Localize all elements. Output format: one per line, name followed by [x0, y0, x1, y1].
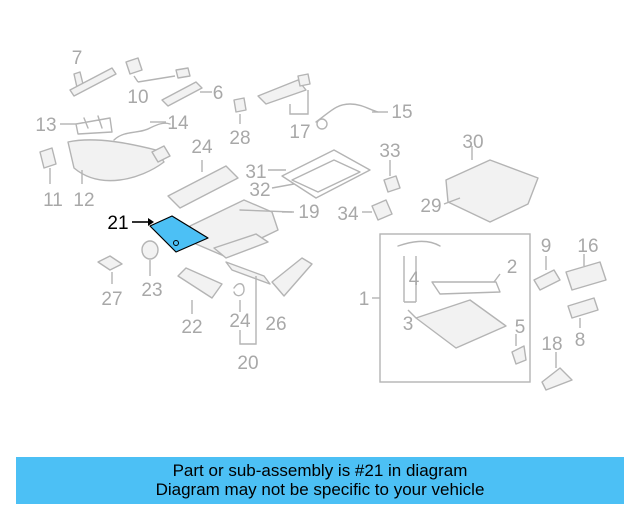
part-17-drawing — [257, 79, 307, 105]
callout-13[interactable]: 13 — [35, 115, 56, 136]
callout-21[interactable]: 21 — [107, 213, 128, 234]
callout-9[interactable]: 9 — [541, 236, 552, 257]
banner-line-1: Part or sub-assembly is #21 in diagram — [172, 461, 468, 480]
part-34-drawing — [371, 199, 393, 221]
part-26-drawing — [271, 257, 313, 297]
callout-31[interactable]: 31 — [245, 162, 266, 183]
callout-14[interactable]: 14 — [167, 113, 189, 134]
part-31-drawing — [281, 149, 371, 199]
callout-8[interactable]: 8 — [575, 330, 586, 351]
callout-33[interactable]: 33 — [379, 141, 400, 162]
callout-16[interactable]: 16 — [577, 236, 598, 257]
part-2-leader — [493, 273, 501, 283]
part-29-leader — [443, 197, 461, 205]
callout-34[interactable]: 34 — [337, 204, 359, 225]
callout-19[interactable]: 19 — [298, 202, 319, 223]
part-4-leader — [403, 256, 417, 303]
part-frame-drawing — [189, 199, 279, 257]
part-13-drawing — [75, 115, 113, 135]
part-11-drawing — [39, 147, 57, 169]
callout-24[interactable]: 24 — [229, 311, 251, 332]
part-32-drawing — [291, 159, 361, 193]
banner-line-2: Diagram may not be specific to your vehi… — [155, 480, 485, 499]
part-30-drawing — [445, 159, 539, 223]
part-21-arrowhead — [148, 218, 154, 226]
part-32-leader — [271, 183, 295, 189]
part-10-clip-b — [175, 67, 191, 79]
callout-11[interactable]: 11 — [43, 190, 63, 211]
callout-23[interactable]: 23 — [141, 280, 162, 301]
part-4-drawing — [397, 240, 441, 247]
callout-28[interactable]: 28 — [229, 128, 250, 149]
part-3-leader — [407, 309, 417, 319]
part-27-drawing — [97, 255, 123, 271]
part-15-ring — [316, 118, 328, 130]
part-7-rail — [69, 67, 117, 97]
callout-18[interactable]: 18 — [541, 334, 562, 355]
part-25-drawing — [167, 165, 239, 209]
part-10-leader — [133, 75, 176, 83]
part-21-hole — [173, 240, 179, 246]
part-16-drawing — [565, 261, 607, 291]
part-21-highlight[interactable] — [149, 215, 209, 253]
callout-25[interactable]: 24 — [191, 137, 213, 158]
part-22-drawing — [177, 267, 223, 299]
callout-7[interactable]: 7 — [72, 48, 83, 69]
callout-12[interactable]: 12 — [73, 190, 94, 211]
part-3-drawing — [415, 299, 507, 349]
part-rail-drawing — [213, 233, 269, 259]
info-banner: Part or sub-assembly is #21 in diagram D… — [16, 457, 624, 504]
callout-3[interactable]: 3 — [403, 314, 414, 335]
callout-17[interactable]: 17 — [289, 122, 310, 143]
callout-30[interactable]: 30 — [462, 132, 483, 153]
inset-box — [379, 233, 531, 383]
callout-4[interactable]: 4 — [409, 269, 420, 290]
part-rail2-drawing — [225, 261, 271, 285]
callout-2[interactable]: 2 — [507, 257, 518, 278]
callout-27[interactable]: 27 — [101, 289, 122, 310]
part-14-drawing — [113, 122, 171, 141]
part-12-knob — [151, 145, 171, 163]
part-6-drawing — [161, 81, 203, 107]
callout-1[interactable]: 1 — [359, 289, 370, 310]
part-2-drawing — [431, 281, 501, 295]
callout-22[interactable]: 22 — [181, 317, 202, 338]
part-10-clip-a — [125, 57, 143, 75]
part-17-clip — [297, 73, 311, 87]
part-20-leader — [239, 276, 257, 345]
callout-15[interactable]: 15 — [391, 102, 412, 123]
callout-29[interactable]: 29 — [420, 196, 441, 217]
parts-diagram: 7 10 6 13 14 28 17 15 30 11 12 24 31 33 … — [35, 48, 607, 391]
part-9-drawing — [533, 269, 561, 291]
part-33-drawing — [383, 175, 401, 193]
part-24-drawing — [233, 283, 245, 297]
callout-20[interactable]: 20 — [237, 353, 258, 374]
part-28-drawing — [233, 97, 247, 113]
part-8-drawing — [567, 297, 599, 319]
part-17-leader — [289, 90, 309, 115]
part-18-drawing — [541, 367, 573, 391]
part-23-drawing — [141, 240, 159, 260]
part-15-drawing — [315, 103, 379, 123]
part-5-drawing — [511, 345, 527, 365]
part-12-drawing — [67, 139, 165, 182]
callout-6[interactable]: 6 — [213, 83, 224, 104]
callout-10[interactable]: 10 — [127, 87, 148, 108]
callout-32[interactable]: 32 — [249, 180, 270, 201]
callout-5[interactable]: 5 — [515, 317, 526, 338]
callout-26[interactable]: 26 — [265, 314, 286, 335]
